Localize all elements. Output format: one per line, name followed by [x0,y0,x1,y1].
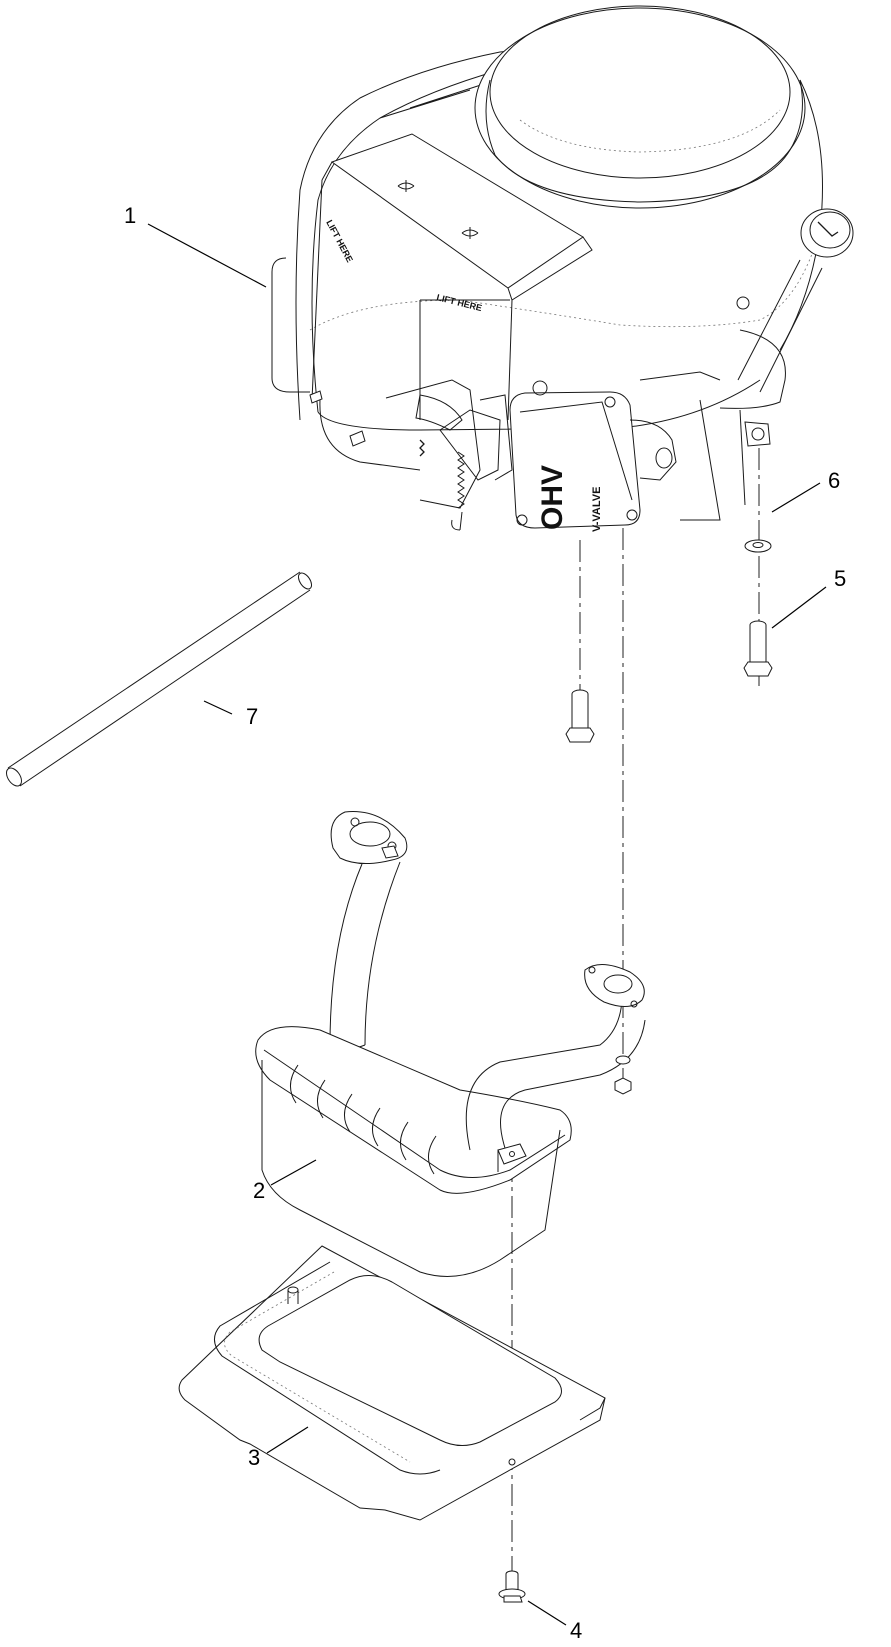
callout-2: 2 [253,1178,266,1203]
bolt-drawing-center [565,689,595,743]
lift-here-decal-side: LIFT HERE [324,218,355,264]
callout-6: 6 [828,468,841,493]
callout-leaders [147,223,827,1626]
callout-3: 3 [248,1445,261,1470]
tube-drawing [6,571,313,787]
guard-plate-drawing [178,1245,606,1521]
lift-here-decal-front: LIFT HERE [436,292,484,313]
valve-cover-ohv-text: OHV [536,465,569,530]
valve-cover-vvalve-text: V-VALVE [591,487,603,532]
callout-5: 5 [834,566,847,591]
callout-7: 7 [246,704,259,729]
panel-screw-icon [397,180,479,239]
callout-4: 4 [570,1618,583,1643]
engine-drawing: LIFT HERE LIFT HERE [271,5,854,532]
muffler-drawing [255,811,646,1277]
bolt-drawing-right [743,620,773,677]
callout-1: 1 [124,203,137,228]
washer-drawing [744,539,772,553]
drain-plug-icon [744,421,771,447]
flange-bolt-drawing [498,1570,526,1603]
